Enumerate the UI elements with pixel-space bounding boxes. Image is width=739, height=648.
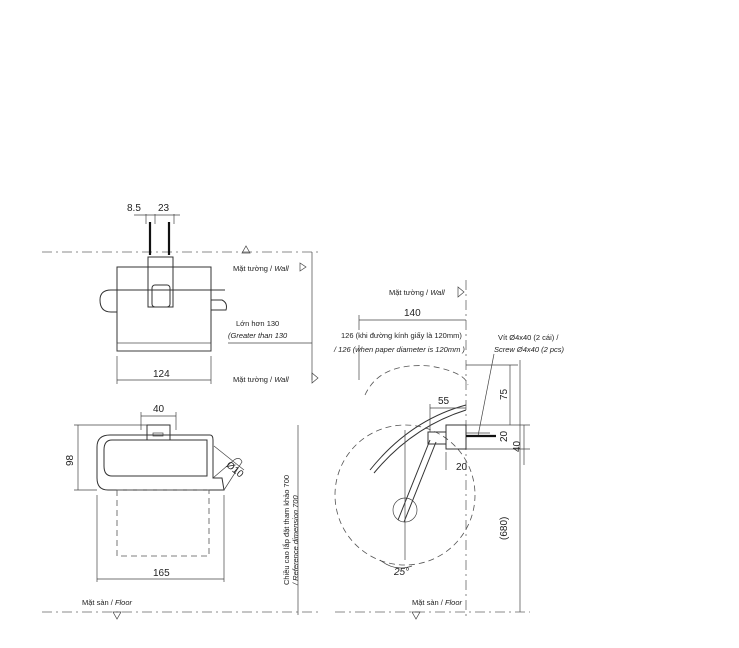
side-view: Mặt tường / Wall 140 126 (khi đường kính… [333,280,565,620]
dim-124: 124 [153,369,170,380]
dim-8-5: 8.5 [127,203,141,214]
wall-label-side: Mặt tường / Wall [389,288,445,297]
floor-marker-side [411,611,421,620]
wall-label-top: Mặt tường / Wall [233,264,289,273]
screw-vn: Vít Ø4x40 (2 cái) / [498,333,559,342]
wall-arrow-side [457,286,465,298]
angle-arc [379,559,413,569]
top-view: 8.5 23 124 Mặt tường / Wall Lớn hơn 130 … [42,203,319,384]
dim-40-front: 40 [153,404,165,415]
front-view: 40 98 Ø10 165 Chiều cao lắp đặt tham khả… [42,404,318,620]
note-vn: 126 (khi đường kính giấy là 120mm) [341,331,462,340]
cover-arc [369,404,467,471]
dim-680: (680) [499,517,510,540]
screw-en: Screw Ø4x40 (2 pcs) [494,345,565,354]
dim-140: 140 [404,308,421,319]
dim-165: 165 [153,568,170,579]
dim-40-side: 40 [512,440,523,452]
dim-98: 98 [65,454,76,466]
rod-end-left [99,289,117,313]
bracket-front [146,424,171,441]
paper-roll-front [116,489,210,557]
floor-marker-front [112,611,122,620]
dim-55: 55 [438,396,450,407]
wall-marker-top [241,245,251,254]
rod-end-right [211,299,227,311]
dim-20b: 20 [456,462,468,473]
height-vn: Chiều cao lắp đặt tham khảo 700 [282,475,291,585]
dim-20a: 20 [499,430,510,442]
greater-en: (Greater than 130 [228,331,288,340]
cover-front [103,439,208,477]
dim-phi10: Ø10 [224,460,246,481]
paper-arc-top [364,365,469,396]
floor-label-front: Mặt sàn / Floor [82,598,133,607]
holder-body-top [116,266,212,352]
note-en: / 126 (when paper diameter is 120mm ) [333,345,465,354]
wall-arrow-top [299,262,307,272]
holder-arm-front [96,434,225,491]
angle-25: 25° [393,567,409,578]
bracket-side [445,424,467,450]
height-en: / Reference dimension 700 [291,495,300,586]
rod-tip-front [212,458,243,491]
floor-label-side: Mặt sàn / Floor [412,598,463,607]
paper-roll-side [334,424,476,566]
wall-arrow-bottom [311,372,319,384]
greater-vn: Lớn hơn 130 [236,319,279,328]
dim-75: 75 [499,388,510,400]
wall-label-bottom: Mặt tường / Wall [233,375,289,384]
arm-side [397,439,431,521]
dim-23: 23 [158,203,170,214]
